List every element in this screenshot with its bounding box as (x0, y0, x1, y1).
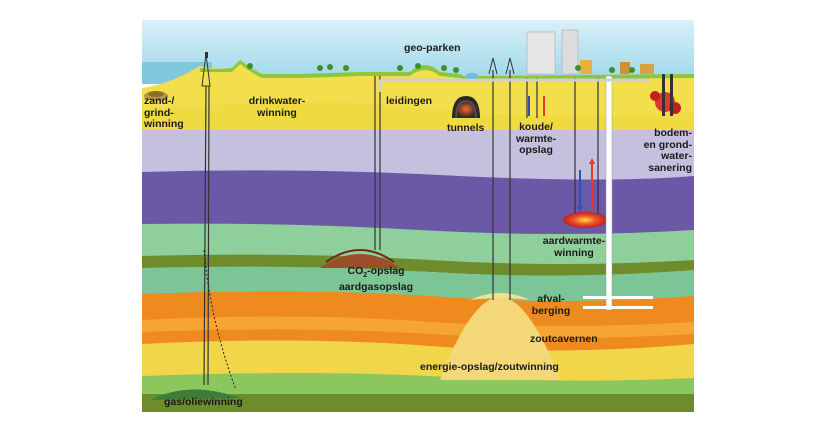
co2-suffix: -opslag (367, 265, 405, 277)
label-zand-grind-line-3: winning (144, 118, 184, 130)
gas-well-2 (207, 85, 210, 386)
label-drinkwater-line-2: winning (257, 106, 297, 119)
tunnel-icon (452, 96, 480, 119)
label-leidingen: leidingen (386, 95, 433, 107)
waste-shaft (605, 75, 613, 311)
label-aardwarmte: aardwarmte- winning (538, 235, 610, 259)
label-energie-opslag: energie-opslag/zoutwinning (420, 361, 559, 373)
bottom-green-layer (142, 373, 694, 396)
label-bodem: bodem- en grond- water- sanering (636, 127, 692, 174)
label-koude-warmte-line-1: koude/ (519, 121, 553, 133)
deviated-well (203, 249, 237, 391)
clay-layer (142, 130, 694, 182)
label-afval-line-1: afval- (537, 293, 565, 305)
gas-field (150, 389, 240, 400)
label-drinkwater: drinkwater- winning (242, 95, 312, 119)
label-co2-line-1: CO2-opslag (328, 265, 424, 282)
co2-subscript: 2 (363, 272, 368, 280)
trees (247, 63, 635, 73)
label-aardwarmte-line-2: winning (554, 246, 594, 259)
label-zoutcavernen: zoutcavernen (530, 333, 598, 345)
label-bodem-line-2: en grond- (643, 138, 692, 151)
label-zand-grind-line-2: grind- (144, 106, 174, 119)
label-bodem-line-3: water- (661, 150, 692, 162)
bottom-dark-layer (142, 394, 694, 412)
hot-arrowhead (589, 158, 595, 164)
label-zand-grind: zand-/ grind- winning (144, 95, 184, 131)
orange-band (142, 316, 694, 338)
shale-band (142, 254, 694, 276)
label-bodem-line-4: sanering (648, 161, 692, 174)
label-aardgasopslag: aardgasopslag (338, 280, 414, 293)
label-koude-warmte-line-3: opslag (519, 144, 553, 156)
gravel-pile (144, 91, 168, 101)
waste-gallery-2 (583, 306, 653, 309)
label-tunnels: tunnels (447, 122, 485, 134)
cold-arrowhead (577, 206, 583, 212)
label-afval: afval- berging (531, 293, 571, 317)
co2-dome-edge (325, 249, 395, 263)
label-koude-warmte-line-2: warmte- (516, 132, 557, 145)
contamination-site (650, 74, 681, 116)
co2-dome (320, 254, 400, 268)
label-koude-warmte: koude/ warmte- opslag (516, 121, 557, 157)
city-buildings (526, 29, 654, 75)
geothermal-reservoir (563, 212, 607, 228)
waste-gallery-1 (583, 296, 653, 299)
salt-dome-top (470, 293, 530, 300)
label-zand-grind-line-1: zand-/ (144, 95, 175, 107)
deep-layer (142, 170, 694, 236)
sand-layer (142, 101, 694, 132)
cross-section (142, 20, 694, 412)
gas-well-1 (203, 85, 207, 386)
salt-derrick-icon (488, 57, 515, 75)
label-gas-oliewinning: gas/oliewinning (164, 396, 243, 408)
label-geo-parken: geo-parken (404, 42, 461, 54)
grass-strip (200, 60, 694, 82)
label-drinkwater-line-1: drinkwater- (248, 95, 306, 107)
label-bodem-line-1: bodem- (654, 127, 692, 139)
pond (466, 73, 478, 79)
label-afval-line-2: berging (531, 304, 571, 317)
label-co2: CO2-opslag aardgasopslag (328, 265, 424, 293)
co2-prefix: CO (347, 265, 364, 277)
label-aardwarmte-line-1: aardwarmte- (542, 235, 606, 247)
salt-dome (440, 296, 560, 380)
